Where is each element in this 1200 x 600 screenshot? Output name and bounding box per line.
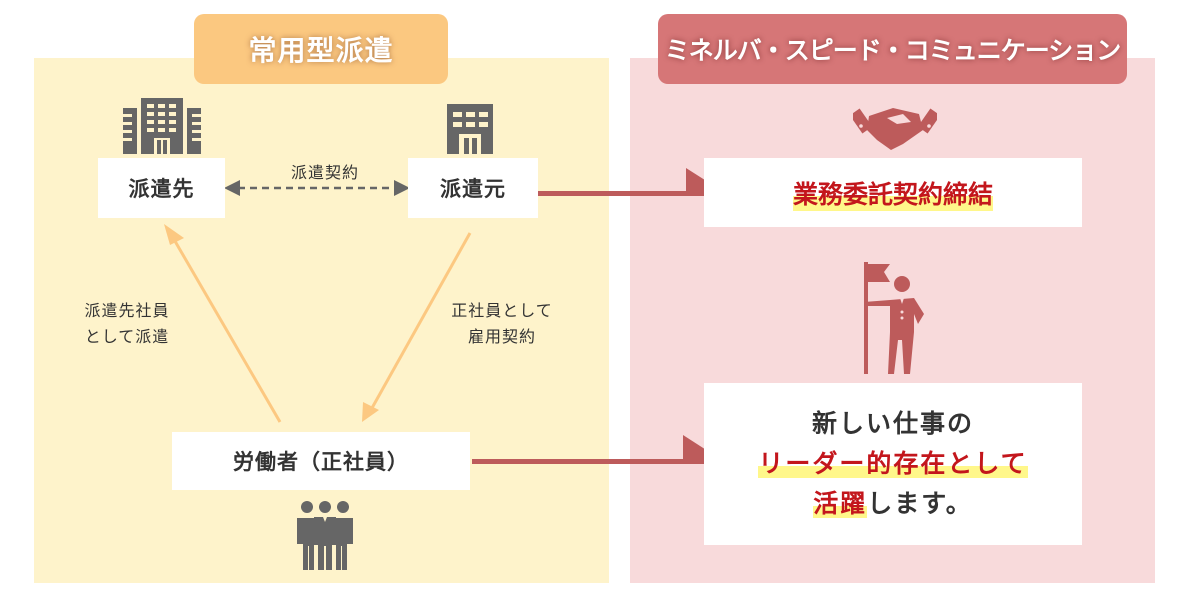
left-section-title: 常用型派遣 bbox=[194, 14, 448, 84]
small-building-icon bbox=[447, 104, 493, 154]
handshake-icon bbox=[853, 108, 937, 150]
workers-group-icon bbox=[297, 501, 353, 570]
office-building-icon bbox=[123, 98, 201, 154]
dispatch-contract-label: 派遣契約 bbox=[290, 163, 359, 182]
dispatch-agency-label: 派遣元 bbox=[440, 177, 506, 201]
worker-label: 労働者（正社員） bbox=[233, 450, 409, 474]
dispatch-agency-box: 派遣元 bbox=[408, 158, 538, 218]
worker-box: 労働者（正社員） bbox=[172, 432, 470, 490]
leader-role-box: 新しい仕事の リーダー的存在として 活躍します。 bbox=[704, 383, 1082, 545]
outsourcing-contract-box: 業務委託契約締結 bbox=[704, 158, 1082, 227]
right-section-title: ミネルバ・スピード・コミュニケーション bbox=[658, 14, 1127, 84]
outsourcing-contract-label: 業務委託契約締結 bbox=[792, 174, 993, 211]
employment-contract-label: 正社員として 雇用契約 bbox=[451, 301, 553, 346]
leader-line-3: 活躍します。 bbox=[813, 489, 973, 518]
dispatched-as-client-employee-label: 派遣先社員 として派遣 bbox=[84, 301, 170, 346]
leader-flag-icon bbox=[864, 262, 924, 374]
client-company-box: 派遣先 bbox=[98, 158, 225, 218]
client-company-label: 派遣先 bbox=[128, 177, 195, 201]
leader-line-1: 新しい仕事の bbox=[811, 409, 974, 438]
leader-line-2: リーダー的存在として bbox=[758, 449, 1028, 478]
